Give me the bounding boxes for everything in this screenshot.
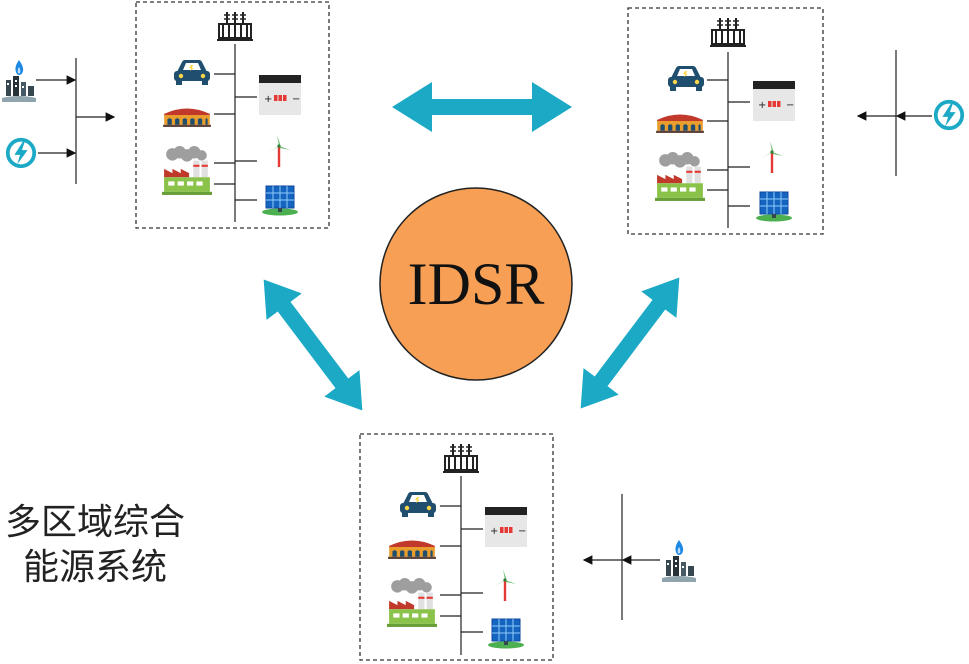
gas-plant-icon [662, 540, 696, 582]
solar-panel-icon [261, 185, 299, 216]
solar-panel-icon [487, 618, 525, 649]
caption-line-1: 多区域综合 [4, 502, 185, 543]
caption-line-2: 能源系统 [22, 547, 167, 588]
system-caption: 多区域综合 能源系统 [0, 500, 190, 590]
region-top-right [627, 7, 824, 235]
battery-icon [485, 507, 527, 547]
double-arrow-top [392, 82, 572, 132]
double-arrow-left [263, 279, 363, 411]
battery-icon [753, 81, 795, 121]
idsr-node: IDSR [379, 187, 573, 381]
solar-panel-icon [755, 191, 793, 222]
region-bottom [359, 433, 554, 661]
power-icon [933, 99, 965, 131]
power-icon [5, 137, 37, 169]
region-bottom-sources [582, 494, 696, 620]
double-arrow-right [580, 277, 680, 409]
region-top-left-sources [2, 58, 116, 184]
battery-icon [259, 75, 301, 115]
idsr-circle [379, 187, 573, 381]
idsr-label: IDSR [408, 251, 545, 317]
gas-plant-icon [2, 60, 36, 102]
region-top-left [135, 1, 330, 229]
region-top-right-sources [856, 50, 965, 176]
